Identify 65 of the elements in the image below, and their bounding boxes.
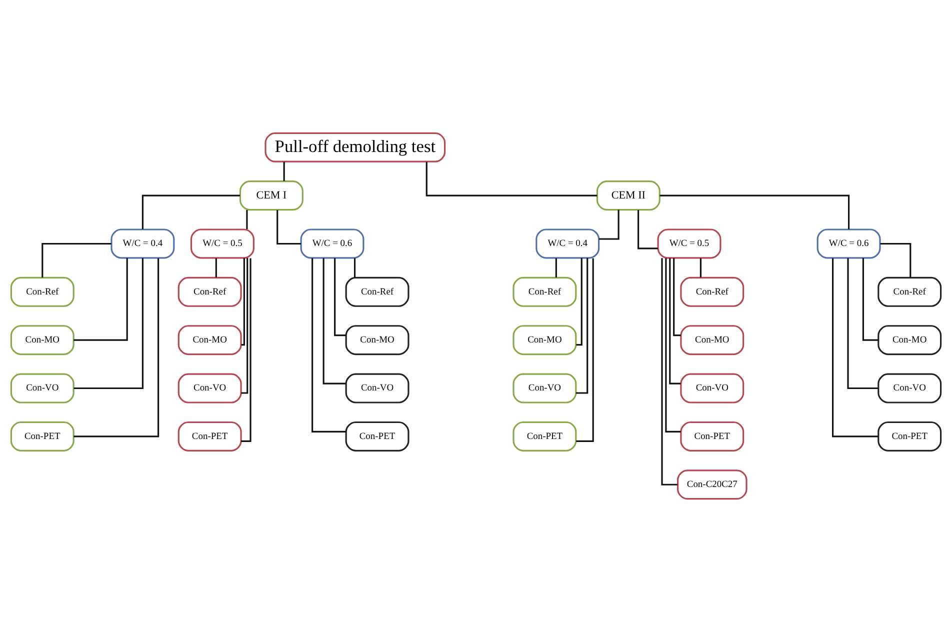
- connector: [142, 194, 240, 230]
- connector: [241, 258, 248, 394]
- node-box: Con-VO: [878, 373, 942, 404]
- connector: [660, 194, 850, 230]
- connector: [700, 258, 702, 278]
- node-box: Con-Ref: [512, 276, 577, 307]
- node-box: W/C = 0.4: [536, 228, 600, 259]
- node-box: Con-MO: [10, 325, 74, 356]
- node-box: Con-PET: [345, 421, 410, 452]
- node-box: Con-MO: [178, 325, 242, 356]
- node-box: Con-PET: [878, 421, 942, 452]
- node-box: Con-C20C27: [677, 470, 748, 500]
- connector: [880, 242, 912, 278]
- connector: [599, 210, 620, 240]
- connector: [322, 258, 346, 384]
- connector: [665, 258, 681, 432]
- node-box: Con-MO: [878, 325, 942, 356]
- node-box: Con-MO: [680, 325, 744, 356]
- connector: [283, 162, 285, 182]
- node-box: CEM I: [239, 180, 304, 211]
- node-box: W/C = 0.4: [110, 228, 175, 259]
- connector: [276, 210, 301, 245]
- connector: [832, 258, 878, 438]
- connector: [312, 258, 346, 432]
- connector: [215, 258, 217, 278]
- node-box: Con-Ref: [680, 276, 744, 307]
- connector: [334, 258, 346, 336]
- node-box: W/C = 0.5: [657, 228, 722, 259]
- connector: [74, 258, 128, 341]
- node-box: Con-VO: [178, 373, 242, 404]
- node-box: CEM II: [596, 180, 660, 211]
- node-box: Con-PET: [680, 421, 744, 452]
- connector: [354, 258, 356, 278]
- node-box: Con-Ref: [178, 276, 242, 307]
- node-box: Con-Ref: [345, 276, 410, 307]
- node-box: Con-VO: [10, 373, 74, 404]
- connector: [74, 258, 144, 390]
- node-box: Pull-off demolding test: [264, 132, 446, 162]
- node-box: Con-VO: [345, 373, 410, 404]
- connector: [246, 210, 248, 230]
- node-box: W/C = 0.6: [300, 228, 364, 259]
- node-box: W/C = 0.5: [190, 228, 254, 259]
- node-box: Con-VO: [680, 373, 744, 404]
- node-box: Con-VO: [512, 373, 577, 404]
- node-box: Con-PET: [512, 421, 577, 452]
- connector: [74, 258, 160, 438]
- connector: [241, 258, 252, 442]
- node-box: Con-MO: [345, 325, 410, 356]
- connector: [847, 258, 878, 390]
- connector: [42, 242, 112, 278]
- connector: [576, 258, 582, 346]
- connector: [241, 258, 245, 346]
- node-box: Con-MO: [512, 325, 577, 356]
- connector: [426, 162, 598, 196]
- connector: [669, 258, 681, 384]
- connector: [576, 258, 588, 394]
- connector: [576, 258, 594, 442]
- connector: [638, 210, 658, 250]
- connector: [673, 258, 681, 336]
- node-box: Con-PET: [10, 421, 74, 452]
- node-box: Con-Ref: [878, 276, 942, 307]
- node-box: W/C = 0.6: [816, 228, 881, 259]
- node-box: Con-PET: [178, 421, 242, 452]
- connector: [555, 258, 557, 278]
- node-box: Con-Ref: [10, 276, 74, 307]
